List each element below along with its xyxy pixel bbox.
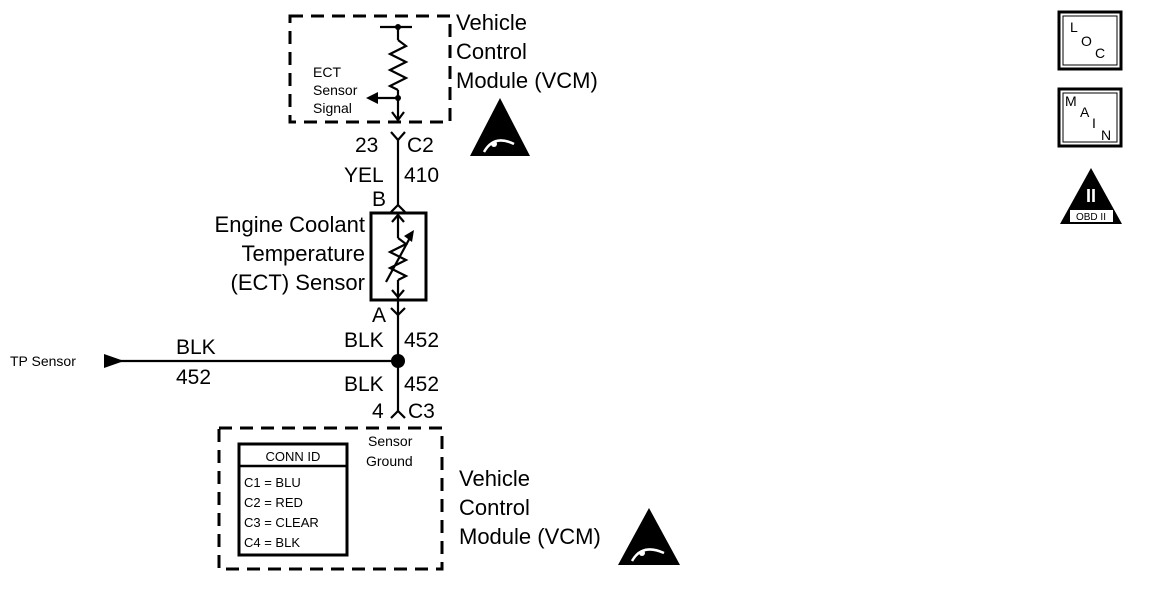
ground-wire-lower-circuit: 452 <box>404 373 439 396</box>
vcm-top-module: ECT Sensor Signal Vehicle Control Module… <box>288 10 598 156</box>
ect-signal-label-line3: Signal <box>313 100 352 116</box>
thermistor-arrow <box>385 233 413 283</box>
vcm-bottom-module: Sensor Ground CONN ID C1 = BLU C2 = RED … <box>217 426 444 571</box>
ect-signal-label-line2: Sensor <box>313 82 358 98</box>
conn-id-table: CONN ID C1 = BLU C2 = RED C3 = CLEAR C4 … <box>237 442 349 557</box>
ect-sensor-title-line1: Engine Coolant <box>215 212 365 237</box>
main-letter: M <box>1065 93 1077 109</box>
sensor-pin-a: A <box>372 304 386 327</box>
ground-wire-lower-color: BLK <box>344 373 384 396</box>
main-letter: I <box>1092 115 1096 131</box>
vcm-bottom-title-line1: Vehicle <box>459 466 530 491</box>
vcm-top-dashed-outline <box>288 14 452 124</box>
ect-sensor-title-line3: (ECT) Sensor <box>231 270 365 295</box>
conn-id-row: C2 = RED <box>244 495 303 510</box>
vcm-pullup-resistor <box>366 24 412 122</box>
sensor-pin-b: B <box>372 188 386 211</box>
conn-id-row: C4 = BLK <box>244 535 300 550</box>
connector-b-symbol <box>390 203 406 213</box>
loc-letter: L <box>1070 19 1078 35</box>
sensor-ground-label-line2: Ground <box>366 453 413 469</box>
esd-warning-icon <box>618 508 680 565</box>
esd-warning-icon <box>470 98 530 156</box>
connector-c2-symbol <box>390 131 406 142</box>
ect-sensor-title-line2: Temperature <box>241 241 365 266</box>
main-button[interactable]: M A I N <box>1057 87 1123 148</box>
ground-wire-upper-color: BLK <box>344 329 384 352</box>
conn-id-row: C1 = BLU <box>244 475 301 490</box>
loc-letter: O <box>1081 33 1092 49</box>
sensor-ground-label-line1: Sensor <box>368 433 413 449</box>
vcm-top-pin-number: 23 <box>355 134 378 157</box>
main-letter: A <box>1080 104 1090 120</box>
ground-wire-upper-circuit: 452 <box>404 329 439 352</box>
signal-wire-circuit: 410 <box>404 164 439 187</box>
vcm-bottom-title-line3: Module (VCM) <box>459 524 601 549</box>
vcm-top-title-line2: Control <box>456 39 527 64</box>
tp-sensor-label: TP Sensor <box>10 353 76 369</box>
main-letter: N <box>1101 127 1111 143</box>
vcm-bottom-title-line2: Control <box>459 495 530 520</box>
signal-wire-color: YEL <box>344 164 384 187</box>
vcm-bottom-pin-number: 4 <box>372 400 384 423</box>
vcm-top-connector-id: C2 <box>407 134 434 157</box>
ect-sensor <box>369 211 428 302</box>
obd-ii-label: OBD II <box>1076 212 1106 223</box>
loc-letter: C <box>1095 45 1105 61</box>
ect-signal-label-line1: ECT <box>313 64 341 80</box>
vcm-top-title-line1: Vehicle <box>456 10 527 35</box>
conn-id-title: CONN ID <box>266 449 321 464</box>
obd-ii-button[interactable]: II OBD II <box>1060 168 1122 224</box>
tp-sensor-arrow-icon <box>104 354 124 368</box>
conn-id-row: C3 = CLEAR <box>244 515 319 530</box>
vcm-bottom-dashed-outline <box>217 426 444 571</box>
vcm-bottom-connector-id: C3 <box>408 400 435 423</box>
tp-sensor-wire-circuit: 452 <box>176 366 211 389</box>
obd-ii-numeral: II <box>1086 186 1096 206</box>
connector-c3-symbol <box>390 409 406 419</box>
vcm-top-title-line3: Module (VCM) <box>456 68 598 93</box>
tp-sensor-wire-color: BLK <box>176 336 216 359</box>
loc-button[interactable]: L O C <box>1057 10 1123 71</box>
